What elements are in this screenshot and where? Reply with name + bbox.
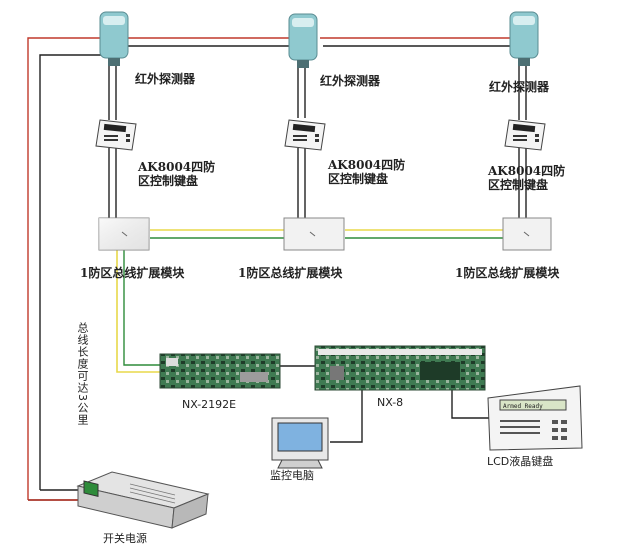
detector-3	[509, 11, 539, 66]
expansion-module-1	[98, 217, 150, 251]
lcd-keypad: Armed Ready	[487, 385, 583, 451]
wiring	[27, 37, 527, 501]
detector-1-label: 红外探测器	[135, 72, 196, 86]
switching-power-supply	[76, 471, 210, 529]
keypad-3	[504, 119, 546, 151]
nx8-board	[314, 345, 486, 391]
detector-3-label: 红外探测器	[489, 80, 550, 94]
module-3-label: 1防区总线扩展模块	[455, 266, 560, 280]
keypad-3-label-line1: AK8004四防	[488, 164, 566, 178]
detector-1	[99, 11, 129, 66]
keypad-1-label-line2: 区控制键盘	[138, 174, 199, 188]
monitor-pc-label: 监控电脑	[270, 469, 314, 482]
power-supply-label: 开关电源	[103, 532, 147, 545]
nx2192e-label: NX-2192E	[182, 398, 237, 411]
detector-2	[288, 13, 318, 68]
power-wire-red	[27, 37, 110, 500]
nx8-label: NX-8	[377, 396, 404, 409]
module-1-label: 1防区总线扩展模块	[80, 266, 185, 280]
keypad-3-label-line2: 区控制键盘	[488, 178, 549, 192]
module-2-label: 1防区总线扩展模块	[238, 266, 343, 280]
expansion-module-2	[283, 217, 345, 251]
detector-2-label: 红外探测器	[320, 74, 381, 88]
keypad-1-label-line1: AK8004四防	[138, 160, 216, 174]
power-wire-dark	[39, 54, 105, 490]
keypad-2-label-line1: AK8004四防	[328, 158, 406, 172]
nx2192e-board	[159, 353, 281, 389]
bus-length-label: 总线长度可达3公里	[76, 322, 89, 426]
keypad-2-label-line2: 区控制键盘	[328, 172, 389, 186]
expansion-module-3	[502, 217, 552, 251]
monitor-pc	[271, 417, 329, 469]
lcd-keypad-label: LCD液晶键盘	[487, 455, 554, 468]
power-feed	[28, 489, 80, 501]
keypad-2	[284, 119, 326, 151]
keypad-1	[95, 119, 137, 151]
lcd-screen-text: Armed Ready	[503, 403, 543, 410]
